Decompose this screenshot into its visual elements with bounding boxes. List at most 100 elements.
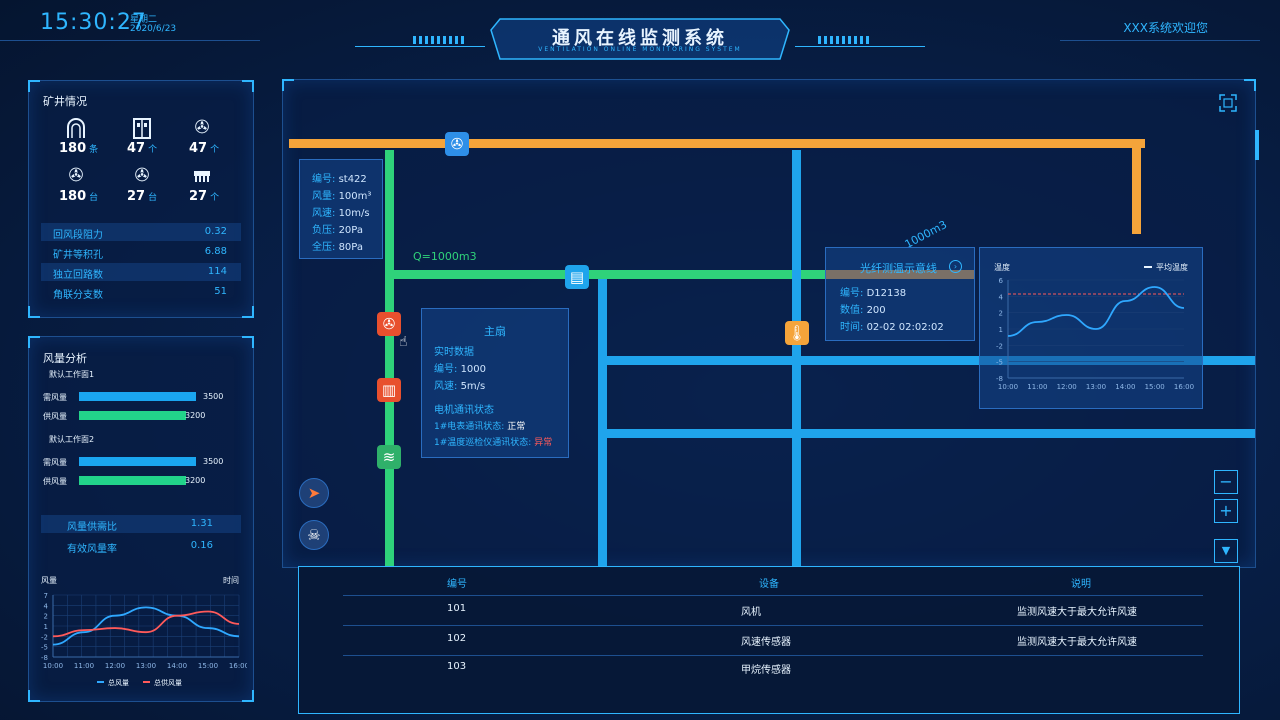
door-icon [131, 117, 153, 139]
temperature-legend-label: 平均温度 [1156, 263, 1188, 272]
face2-supply-value: 3200 [185, 476, 206, 485]
face1-title: 默认工作面1 [49, 370, 95, 379]
pipe-orange-main [289, 139, 1145, 148]
x-tick-label: 10:00 [43, 662, 63, 670]
air-panel: 风量分析 默认工作面1 需风量 3500 供风量 3200 默认工作面2 需风量… [28, 336, 254, 702]
header-stripe-left [413, 36, 467, 44]
fiber-card[interactable]: 光纤测温示意线 › 编号: D12138 数值: 200 时间: 02-02 0… [825, 247, 975, 341]
ventilation-map[interactable]: Q=1000m3 1000m3 ✇ ▤ ✇ ☝ ▥ ≋ 🌡 编号: st422 … [282, 79, 1259, 568]
zoom-out-button[interactable]: − [1214, 470, 1238, 494]
mine-panel-title: 矿井情况 [43, 95, 87, 108]
face2-supply-label: 供风量 [43, 477, 67, 486]
x-tick-label: 11:00 [1027, 383, 1047, 391]
table-cell: 101 [447, 603, 467, 614]
x-tick-label: 15:00 [198, 662, 218, 670]
x-tick-label: 13:00 [136, 662, 156, 670]
title-frame [490, 18, 790, 60]
gauge-node-icon[interactable]: ▥ [377, 378, 401, 402]
header-line-right [1060, 40, 1260, 41]
event-table: 编号 设备 说明 101 风机 监测风速大于最大允许风速 102 风速传感器 监… [298, 566, 1240, 714]
face2-demand-value: 3500 [203, 457, 224, 466]
y-tick-label: -8 [996, 375, 1003, 383]
y-tick-label: -2 [996, 342, 1003, 350]
x-tick-label: 13:00 [1086, 383, 1106, 391]
welcome-text: XXX系统欢迎您 [1123, 21, 1208, 35]
y-tick-label: 4 [44, 602, 49, 610]
sensor-icon [191, 165, 213, 187]
face1-supply-label: 供风量 [43, 412, 67, 421]
sensor-node-icon[interactable]: ▤ [565, 265, 589, 289]
fan-info-card: 编号: st422 风量: 100m³ 风速: 10m/s 负压: 20Pa 全… [299, 159, 383, 259]
face1-demand-value: 3500 [203, 392, 224, 401]
pipe-blue-horizontal-1 [607, 356, 1255, 365]
x-tick-label: 11:00 [74, 662, 94, 670]
fullscreen-icon[interactable] [1219, 94, 1237, 112]
clock: 15:30:27 [40, 10, 147, 35]
header-rule-right [795, 46, 925, 47]
pipe-green-vertical [385, 150, 394, 567]
weekday: 星期二 [130, 15, 158, 25]
y-tick-label: 6 [999, 277, 1004, 285]
x-tick-label: 12:00 [105, 662, 125, 670]
table-cell: 103 [447, 661, 467, 672]
header-line-left [0, 40, 260, 41]
airflow-chart-xlabel: 时间 [223, 576, 239, 585]
face2-title: 默认工作面2 [49, 435, 95, 444]
title-box: 通风在线监测系统 VENTILATION ONLINE MONITORING S… [490, 18, 790, 60]
face2-demand-label: 需风量 [43, 458, 67, 467]
collapse-button[interactable]: ▼ [1214, 539, 1238, 563]
pipe-green-horizontal [385, 270, 825, 279]
cursor-icon: ☝ [399, 334, 408, 350]
fan-icon: ✇ [134, 165, 150, 186]
wind-node-icon[interactable]: ≋ [377, 445, 401, 469]
x-tick-label: 12:00 [1057, 383, 1077, 391]
compass-icon[interactable]: ➤ [299, 478, 329, 508]
fiber-card-title: 光纤测温示意线 [860, 262, 937, 275]
thermometer-node-icon[interactable]: 🌡 [785, 321, 809, 345]
y-tick-label: -2 [41, 633, 48, 641]
page-subtitle: VENTILATION ONLINE MONITORING SYSTEM [538, 46, 742, 53]
series-line-1 [52, 610, 240, 638]
series-line-0 [1007, 286, 1185, 337]
table-header-id: 编号 [447, 579, 467, 590]
pipe-blue-vertical-1 [598, 279, 607, 567]
face1-demand-bar [79, 392, 196, 401]
face1-supply-value: 3200 [185, 411, 206, 420]
chevron-right-icon[interactable]: › [949, 260, 962, 273]
y-tick-label: 2 [999, 310, 1003, 318]
fan-node-icon[interactable]: ✇ [445, 132, 469, 156]
main-fan-card: 主扇 实时数据 编号: 1000 风速: 5m/s 电机通讯状态 1#电表通讯状… [421, 308, 569, 458]
header-stripe-right [818, 36, 872, 44]
table-cell: 监测风速大于最大允许风速 [1017, 607, 1137, 618]
y-tick-label: -5 [996, 359, 1003, 367]
main-fan-title: 主扇 [484, 325, 506, 338]
zoom-in-button[interactable]: + [1214, 499, 1238, 523]
face2-supply-bar [79, 476, 186, 485]
y-tick-label: 7 [44, 592, 48, 600]
skull-icon[interactable]: ☠ [299, 520, 329, 550]
x-tick-label: 10:00 [998, 383, 1018, 391]
x-tick-label: 16:00 [229, 662, 247, 670]
table-cell: 监测风速大于最大允许风速 [1017, 637, 1137, 648]
main-fan-node-icon[interactable]: ✇ [377, 312, 401, 336]
face1-supply-bar [79, 411, 186, 420]
legend-label: 总供风量 [154, 678, 182, 687]
x-tick-label: 15:00 [1145, 383, 1165, 391]
air-panel-title: 风量分析 [43, 352, 87, 365]
table-header-desc: 说明 [1071, 579, 1091, 590]
y-tick-label: 4 [999, 293, 1004, 301]
